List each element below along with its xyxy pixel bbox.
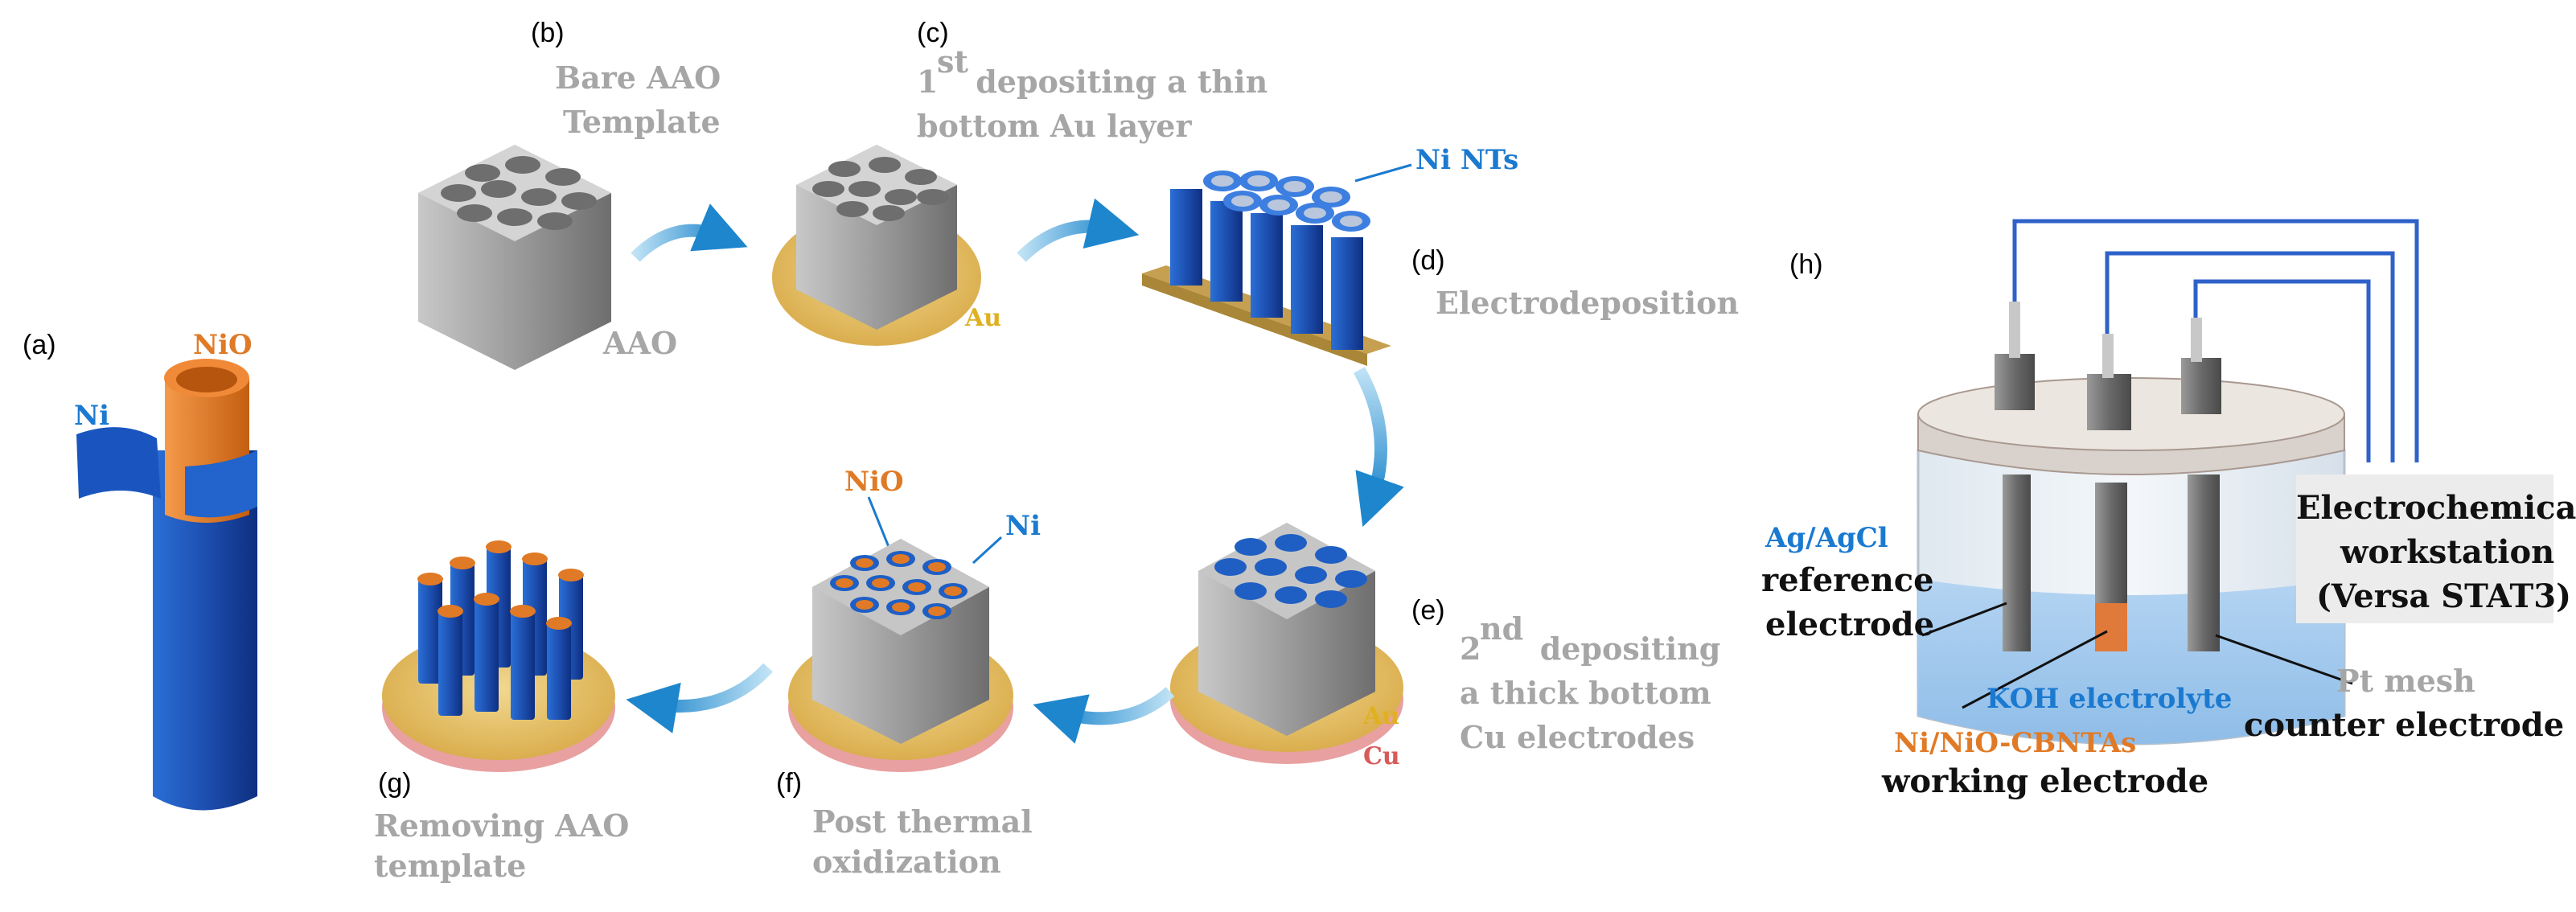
ni-pointer — [972, 536, 1003, 565]
arrow-c-to-d — [1017, 198, 1140, 262]
reference-electrode — [1995, 302, 2035, 651]
panel-f-title-line2: oxidization — [812, 844, 1001, 880]
panel-e-title-line2: a thick bottom — [1460, 675, 1711, 711]
ref-electrode-line2: reference — [1761, 561, 1934, 599]
label-ni-nts: Ni NTs — [1415, 144, 1518, 176]
counter-electrode — [2181, 318, 2221, 651]
panel-d-label: (d) — [1411, 245, 1445, 276]
oxidized-array-in-aao — [812, 539, 989, 744]
ref-electrode-name: Ag/AgCl — [1765, 522, 1888, 554]
panel-d: Ni NTs (d) Electrodeposition — [1142, 144, 1739, 366]
freestanding-ni-nio-nanotubes — [417, 540, 584, 720]
panel-c-title-sup: st — [937, 43, 968, 80]
working-electrode-name: Ni/NiO-CBNTAs — [1894, 727, 2136, 759]
ni-filled-aao — [1198, 523, 1375, 736]
ni-nts-pointer — [1354, 163, 1412, 183]
panel-e-title-line3: Cu electrodes — [1460, 719, 1695, 755]
panel-c-title-line2: bottom Au layer — [917, 108, 1192, 144]
bare-aao-template — [418, 145, 611, 370]
workstation-line2: workstation — [2340, 533, 2554, 571]
electrolyte-label: KOH electrolyte — [1986, 683, 2232, 715]
panel-e-title-line1b: depositing — [1508, 631, 1720, 667]
panel-e: (e) 2 nd depositing a thick bottom Cu el… — [1170, 523, 1720, 770]
panel-g: (g) Removing AAO template — [374, 540, 629, 884]
aao-with-au — [796, 145, 957, 330]
label-ni: Ni — [74, 400, 109, 432]
panel-e-title-line1a: 2 — [1460, 631, 1481, 667]
panel-g-title-line1: Removing AAO — [374, 807, 629, 844]
panel-h: (h) — [1761, 219, 2576, 800]
arrow-f-to-g — [626, 663, 773, 733]
label-nio: NiO — [193, 329, 253, 361]
panel-b-title-line1: Bare AAO — [555, 60, 721, 96]
panel-a-label: (a) — [23, 330, 56, 360]
panel-b-sublabel: AAO — [602, 325, 677, 361]
ni-nio-tube-illustration — [76, 359, 257, 811]
panel-g-label: (g) — [378, 768, 412, 799]
panel-c-label: (c) — [917, 18, 949, 48]
panel-h-label: (h) — [1789, 249, 1823, 280]
panel-e-label: (e) — [1411, 595, 1445, 626]
nio-pointer — [867, 496, 890, 548]
workstation-line3: (Versa STAT3) — [2316, 577, 2571, 615]
panel-d-title: Electrodeposition — [1436, 285, 1739, 321]
panel-c: (c) 1 st depositing a thin bottom Au lay… — [772, 18, 1267, 346]
arrow-e-to-f — [1033, 686, 1175, 744]
counter-electrode-label: counter electrode — [2244, 706, 2564, 744]
label-ni-f: Ni — [1005, 510, 1041, 542]
workstation-line1: Electrochemical — [2296, 489, 2576, 527]
panel-b-label: (b) — [531, 18, 565, 48]
label-nio-f: NiO — [844, 466, 904, 498]
panel-c-title-line1a: 1 — [917, 64, 938, 100]
ref-electrode-line3: electrode — [1765, 606, 1934, 643]
panel-f: NiO Ni (f) Post thermal oxidization — [776, 466, 1041, 880]
panel-a: (a) Ni NiO — [23, 329, 257, 811]
panel-b-title-line2: Template — [563, 104, 721, 140]
panel-g-title-line2: template — [374, 848, 526, 884]
panel-e-title-sup: nd — [1480, 610, 1523, 647]
electrode-wires — [2012, 219, 2419, 462]
workstation-box — [2296, 474, 2553, 623]
label-cu-e: Cu — [1363, 742, 1400, 770]
ni-nanotube-array-cross-section — [1142, 170, 1391, 366]
arrow-b-to-c — [631, 203, 748, 262]
label-au-e: Au — [1362, 702, 1399, 730]
working-electrode-label: working electrode — [1881, 762, 2208, 800]
panel-f-label: (f) — [776, 768, 802, 799]
arrow-d-to-e — [1354, 367, 1404, 528]
label-au-c: Au — [964, 304, 1001, 332]
pt-mesh-label: Pt mesh — [2336, 663, 2475, 699]
leader-lines — [1921, 602, 2353, 709]
panel-b: (b) Bare AAO Template AAO — [418, 18, 721, 370]
panel-f-title-line1: Post thermal — [812, 803, 1033, 840]
panel-c-title-line1b: depositing a thin — [965, 64, 1267, 100]
working-electrode — [2087, 334, 2131, 651]
